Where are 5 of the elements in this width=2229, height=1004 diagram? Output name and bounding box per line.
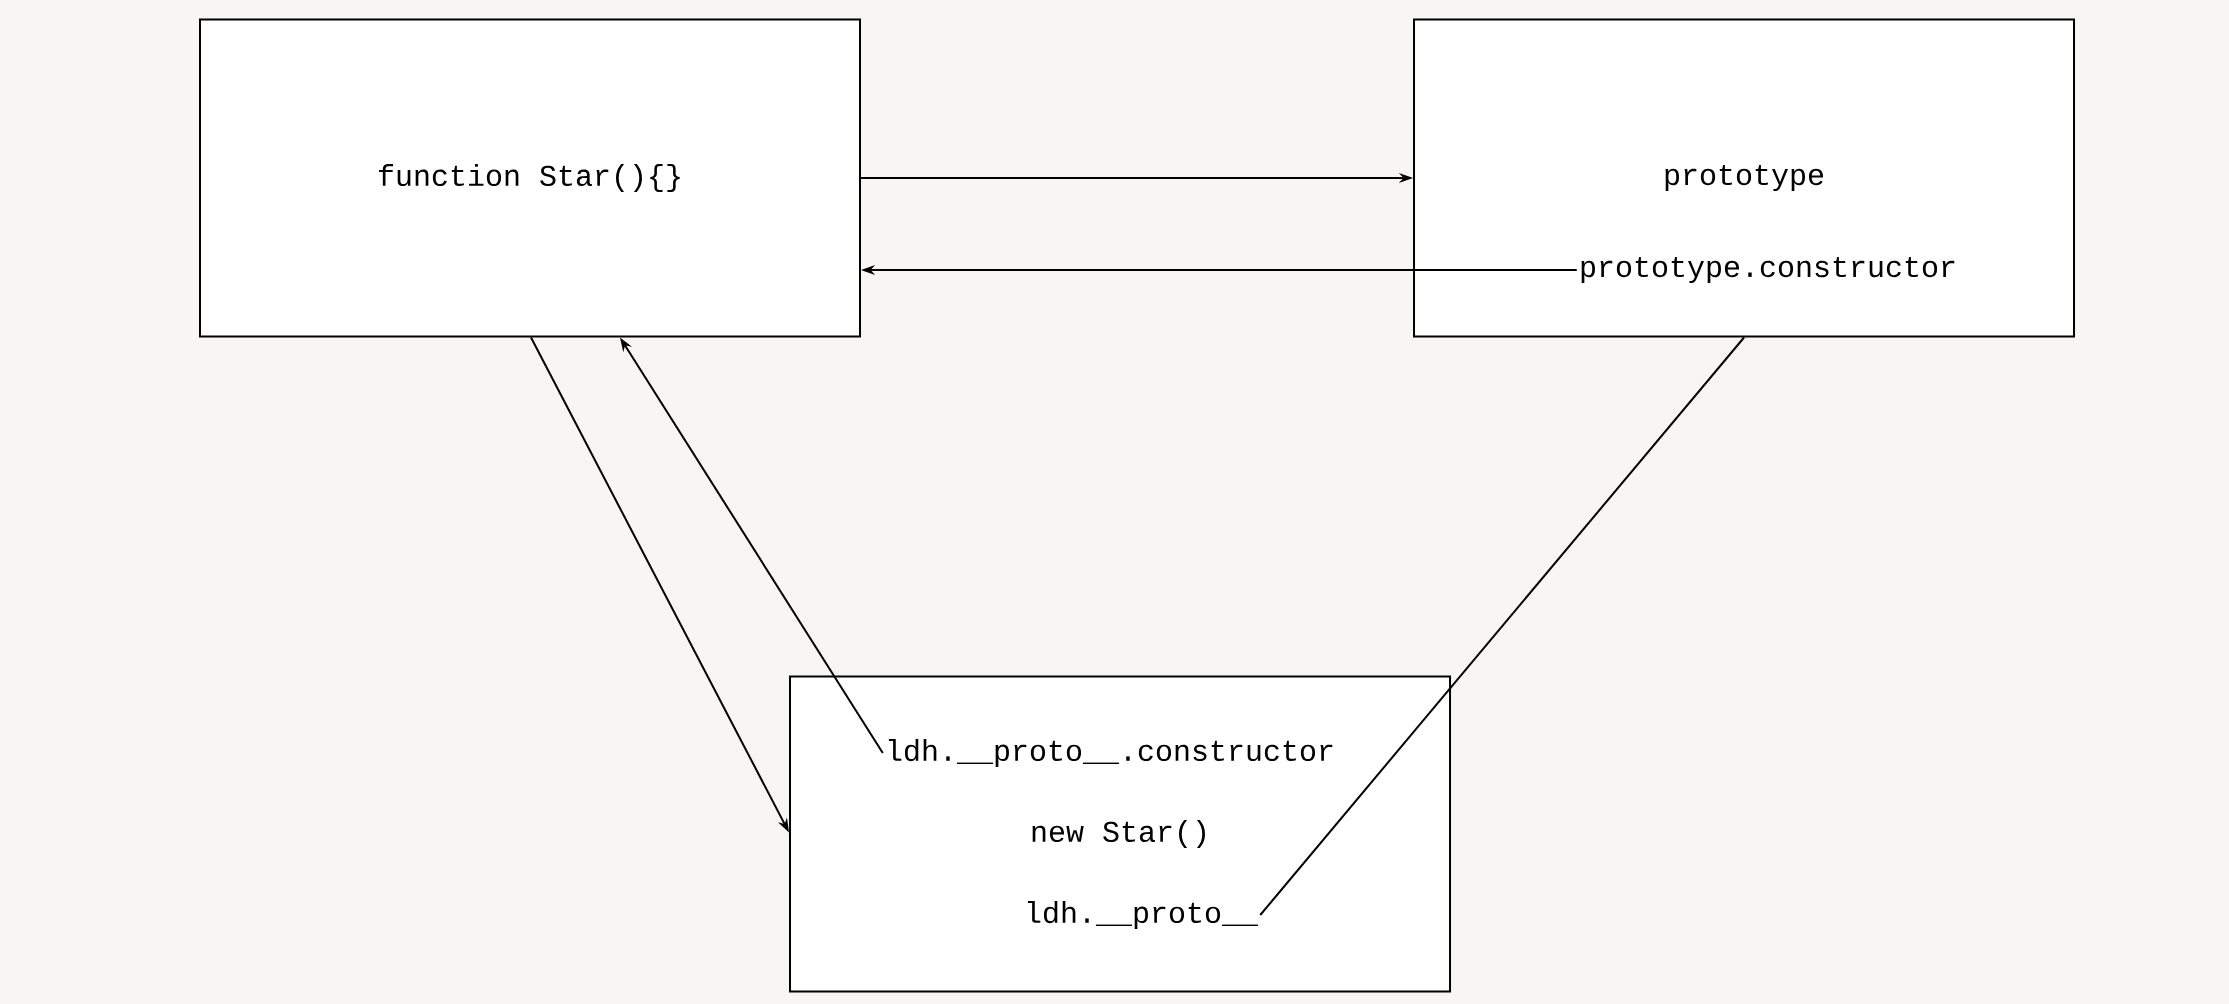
- box: function Star(){}: [199, 18, 861, 338]
- label-text: ldh.__proto__: [1027, 901, 1259, 929]
- label-text: ldh.__proto__.constructor: [888, 739, 1333, 767]
- line: [1259, 336, 1745, 916]
- label-text: prototype.constructor: [1581, 256, 1955, 284]
